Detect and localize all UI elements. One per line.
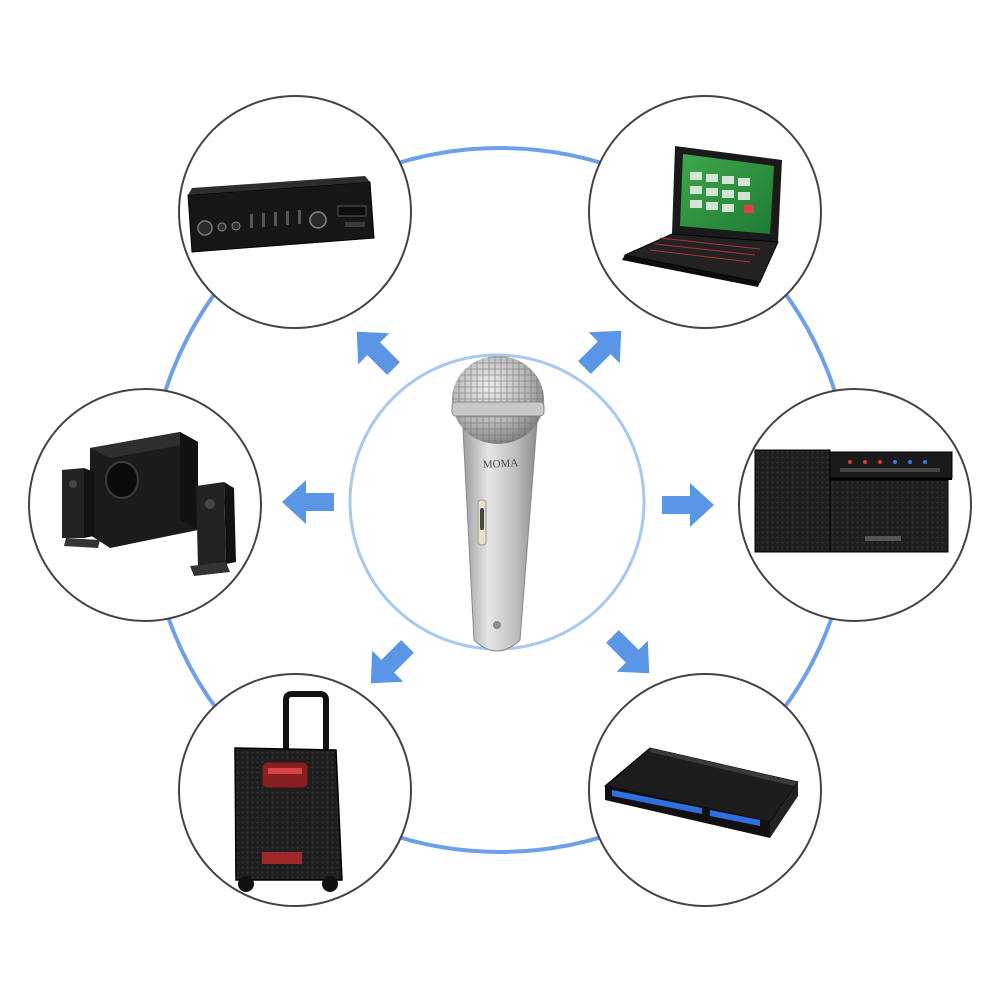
trolley-speaker-icon xyxy=(234,691,343,892)
arrow-to-speaker-system xyxy=(282,480,334,524)
subwoofer-speakers-icon xyxy=(62,432,236,576)
arrow-to-amplifier xyxy=(356,331,400,375)
amplifier-icon xyxy=(187,176,375,253)
arrow-to-dvd-player xyxy=(606,630,650,674)
arrow-to-laptop xyxy=(578,330,622,374)
pa-speaker-icon xyxy=(754,449,953,553)
arrow-to-trolley-speaker xyxy=(370,640,414,684)
microphone-brand-text: MOMA xyxy=(483,457,519,471)
microphone-illustration: MOMA xyxy=(451,356,545,652)
arrow-to-pa-speaker-stack xyxy=(662,483,714,527)
dvd-player-icon xyxy=(603,747,799,838)
laptop-icon xyxy=(622,146,782,287)
